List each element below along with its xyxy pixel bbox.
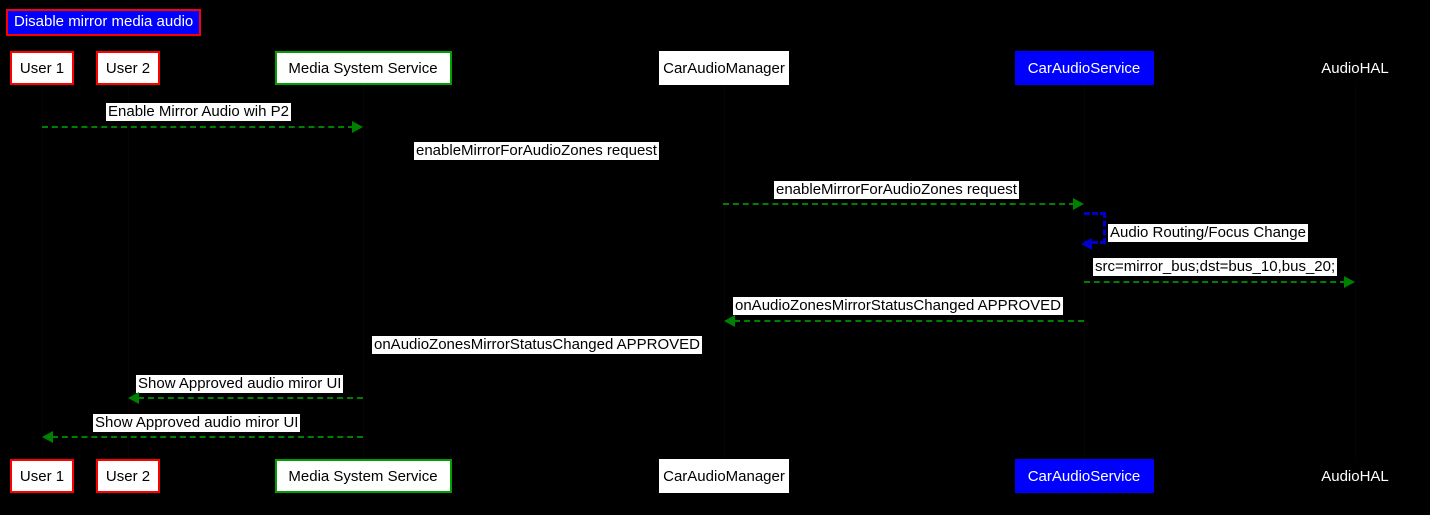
- arrow-line-m6: [734, 320, 1084, 322]
- arrow-line-m9: [52, 436, 363, 438]
- arrow-head-m4: [1081, 238, 1092, 250]
- message-label-m7: onAudioZonesMirrorStatusChanged APPROVED: [372, 336, 703, 354]
- participant-label: AudioHAL: [1321, 467, 1389, 485]
- participant-user1-top: User 1: [10, 51, 74, 85]
- participant-audiohal-top: AudioHAL: [1307, 51, 1403, 85]
- participant-user2-top: User 2: [96, 51, 160, 85]
- message-label-m6: onAudioZonesMirrorStatusChanged APPROVED: [733, 297, 1064, 315]
- participant-label: CarAudioManager: [663, 467, 785, 485]
- lifeline-user2: [128, 85, 129, 459]
- message-label-m8: Show Approved audio miror UI: [136, 375, 344, 393]
- arrow-line-m8: [138, 397, 363, 399]
- participant-label: User 2: [105, 59, 151, 77]
- participant-label: User 1: [19, 467, 65, 485]
- diagram-title: Disable mirror media audio: [6, 9, 202, 36]
- arrow-head-m6: [724, 315, 735, 327]
- participant-caraudioservice-top: CarAudioService: [1014, 51, 1154, 85]
- participant-mediasys-bottom: Media System Service: [274, 459, 452, 493]
- participant-user2-bottom: User 2: [96, 459, 160, 493]
- message-label-m9: Show Approved audio miror UI: [93, 414, 301, 432]
- participant-carauiomanager-top: CarAudioManager: [659, 51, 789, 85]
- self-call-loop-m4: [1084, 212, 1106, 244]
- message-label-m4: Audio Routing/Focus Change: [1108, 224, 1308, 242]
- arrow-line-m5: [1084, 281, 1346, 283]
- arrow-head-m8: [128, 392, 139, 404]
- participant-label: CarAudioManager: [663, 59, 785, 77]
- participant-mediasys-top: Media System Service: [274, 51, 452, 85]
- message-label-m2: enableMirrorForAudioZones request: [414, 142, 659, 160]
- message-label-m5: src=mirror_bus;dst=bus_10,bus_20;: [1093, 258, 1338, 276]
- participant-label: User 1: [19, 59, 65, 77]
- arrow-head-m3: [1073, 198, 1084, 210]
- participant-label: CarAudioService: [1027, 467, 1141, 485]
- message-label-m3: enableMirrorForAudioZones request: [774, 181, 1019, 199]
- lifeline-user1: [42, 85, 43, 459]
- message-label-m1: Enable Mirror Audio wih P2: [106, 103, 291, 121]
- participant-audiohal-bottom: AudioHAL: [1307, 459, 1403, 493]
- lifeline-carauiomanager: [724, 85, 725, 459]
- participant-label: CarAudioService: [1027, 59, 1141, 77]
- participant-label: User 2: [105, 467, 151, 485]
- arrow-head-m5: [1344, 276, 1355, 288]
- lifeline-audiohal: [1355, 85, 1356, 459]
- participant-label: Media System Service: [288, 59, 438, 77]
- arrow-head-m1: [352, 121, 363, 133]
- participant-carauiomanager-bottom: CarAudioManager: [659, 459, 789, 493]
- arrow-line-m3: [723, 203, 1075, 205]
- lifeline-caraudioservice: [1084, 85, 1085, 459]
- participant-label: Media System Service: [288, 467, 438, 485]
- arrow-head-m9: [42, 431, 53, 443]
- participant-caraudioservice-bottom: CarAudioService: [1014, 459, 1154, 493]
- arrow-line-m1: [42, 126, 354, 128]
- participant-label: AudioHAL: [1321, 59, 1389, 77]
- lifeline-mediasys: [363, 85, 364, 459]
- participant-user1-bottom: User 1: [10, 459, 74, 493]
